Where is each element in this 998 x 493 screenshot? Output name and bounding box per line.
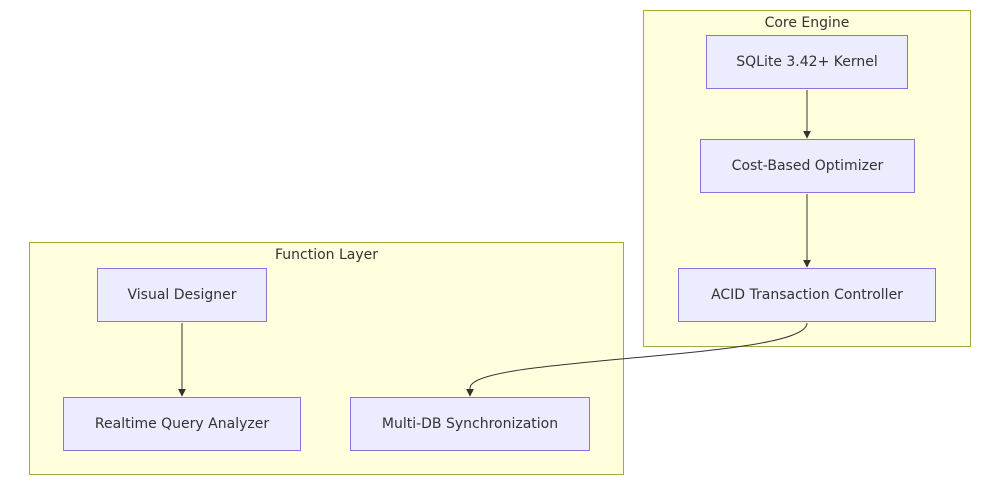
- multi-db-sync-node[interactable]: Multi-DB Synchronization: [350, 397, 590, 451]
- function-layer-title: Function Layer: [274, 247, 379, 263]
- sqlite-kernel-label: SQLite 3.42+ Kernel: [736, 54, 878, 70]
- cost-optimizer-label: Cost-Based Optimizer: [731, 158, 884, 174]
- multi-db-sync-label: Multi-DB Synchronization: [381, 416, 559, 432]
- acid-controller-node[interactable]: ACID Transaction Controller: [678, 268, 936, 322]
- query-analyzer-node[interactable]: Realtime Query Analyzer: [63, 397, 301, 451]
- visual-designer-node[interactable]: Visual Designer: [97, 268, 267, 322]
- query-analyzer-label: Realtime Query Analyzer: [94, 416, 270, 432]
- edge-acid-to-sync: [466, 322, 808, 397]
- acid-controller-label: ACID Transaction Controller: [711, 287, 903, 303]
- cost-optimizer-node[interactable]: Cost-Based Optimizer: [700, 139, 915, 193]
- visual-designer-label: Visual Designer: [127, 287, 237, 303]
- sqlite-kernel-node[interactable]: SQLite 3.42+ Kernel: [706, 35, 908, 89]
- core-engine-title: Core Engine: [764, 15, 850, 31]
